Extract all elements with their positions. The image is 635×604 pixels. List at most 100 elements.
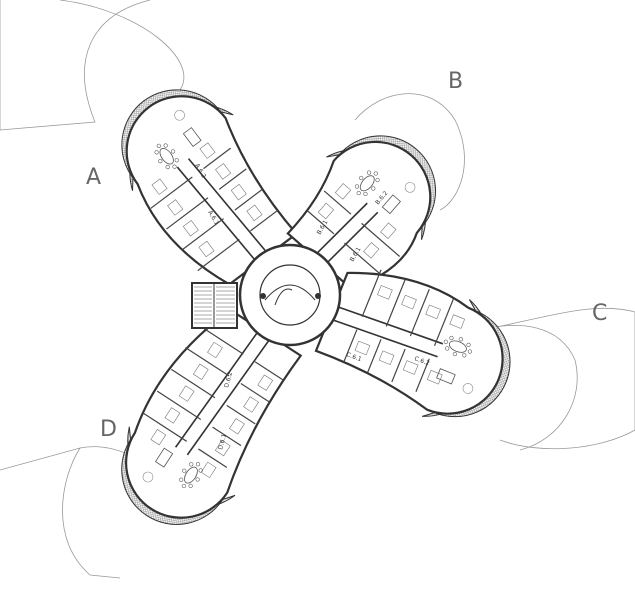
partition-wall [142, 412, 187, 442]
partition-wall [415, 358, 430, 392]
bed [334, 183, 352, 200]
wing-d [121, 308, 303, 525]
dining-table [159, 148, 174, 165]
corridor-wall [174, 332, 258, 448]
central-core [238, 243, 342, 347]
bed [354, 340, 371, 356]
bed [246, 204, 263, 222]
partition-wall [240, 383, 270, 403]
chair [165, 164, 170, 170]
partition-wall [385, 279, 406, 327]
partition-wall [344, 242, 383, 277]
corridor-wall [186, 340, 270, 456]
bed [401, 294, 417, 310]
corridor-wall [327, 211, 379, 263]
partition-wall [181, 218, 224, 251]
chair [375, 177, 380, 183]
chair [182, 468, 187, 473]
sofa [381, 194, 401, 215]
partition-wall [409, 289, 430, 337]
bed [229, 418, 245, 435]
bed [192, 363, 209, 380]
partition-wall [323, 190, 352, 215]
chair [181, 483, 186, 489]
bed [363, 242, 380, 259]
sofa [436, 368, 456, 385]
corridor-wall [176, 166, 255, 260]
sofa [182, 127, 202, 147]
corridor-wall [333, 319, 438, 358]
bed [380, 222, 397, 239]
partition-wall [212, 426, 242, 447]
bed [230, 183, 247, 201]
bed [178, 385, 195, 402]
chair [188, 483, 193, 488]
partition-wall [254, 361, 284, 381]
partition-wall [218, 168, 247, 190]
corridor-wall [316, 202, 368, 254]
site-outlines [0, 0, 635, 579]
wing-label-d: D [100, 417, 117, 442]
chair [449, 335, 454, 341]
bed [449, 314, 466, 329]
partition-wall [199, 325, 244, 355]
bed [151, 178, 168, 195]
partition-wall [226, 404, 256, 425]
unit-label-d-6-2: D.6.2 [223, 371, 234, 389]
partition-wall [150, 176, 193, 209]
wings [121, 89, 511, 525]
partition-wall [367, 339, 382, 373]
chair [156, 143, 161, 148]
bed [214, 439, 231, 457]
wing-label-b: B [448, 69, 463, 94]
partition-wall [203, 147, 232, 170]
partition-wall [234, 189, 263, 211]
chair [179, 477, 184, 482]
stair-core [191, 282, 238, 329]
bed [425, 304, 441, 320]
chair [458, 337, 463, 342]
bed [150, 429, 167, 446]
chair [163, 143, 168, 148]
chair [462, 353, 467, 358]
chair [373, 171, 378, 176]
chair [467, 349, 473, 354]
chair [174, 158, 179, 163]
dining-table [359, 175, 375, 192]
wing-label-a: A [86, 165, 101, 190]
bed [402, 360, 419, 375]
partition-wall [156, 390, 202, 421]
chair [198, 468, 203, 473]
partition-wall [197, 238, 240, 272]
partition-wall [198, 448, 228, 468]
partition-wall [361, 269, 382, 317]
chair [443, 339, 448, 344]
wing-c [314, 269, 511, 418]
chair [452, 351, 457, 357]
partition-wall [391, 348, 406, 383]
chair [195, 462, 201, 467]
plant [142, 471, 154, 483]
chair [170, 149, 176, 154]
partition-wall [166, 197, 209, 230]
partition-wall [171, 368, 216, 399]
partition-wall [250, 209, 278, 232]
bed [167, 199, 184, 216]
chair [158, 158, 163, 164]
wing-outline [314, 271, 504, 415]
chair [195, 477, 200, 482]
unit-label-c-6-2: C.6.2 [413, 355, 430, 367]
wing-b [286, 135, 436, 290]
plant [462, 383, 474, 394]
bed [207, 341, 223, 359]
dining-table [184, 466, 198, 484]
chair [445, 346, 450, 351]
bed [378, 350, 395, 366]
wing-label-c: C [592, 301, 607, 326]
chair [172, 164, 177, 169]
chair [359, 175, 364, 181]
bed [164, 407, 181, 424]
partition-wall [343, 329, 358, 363]
